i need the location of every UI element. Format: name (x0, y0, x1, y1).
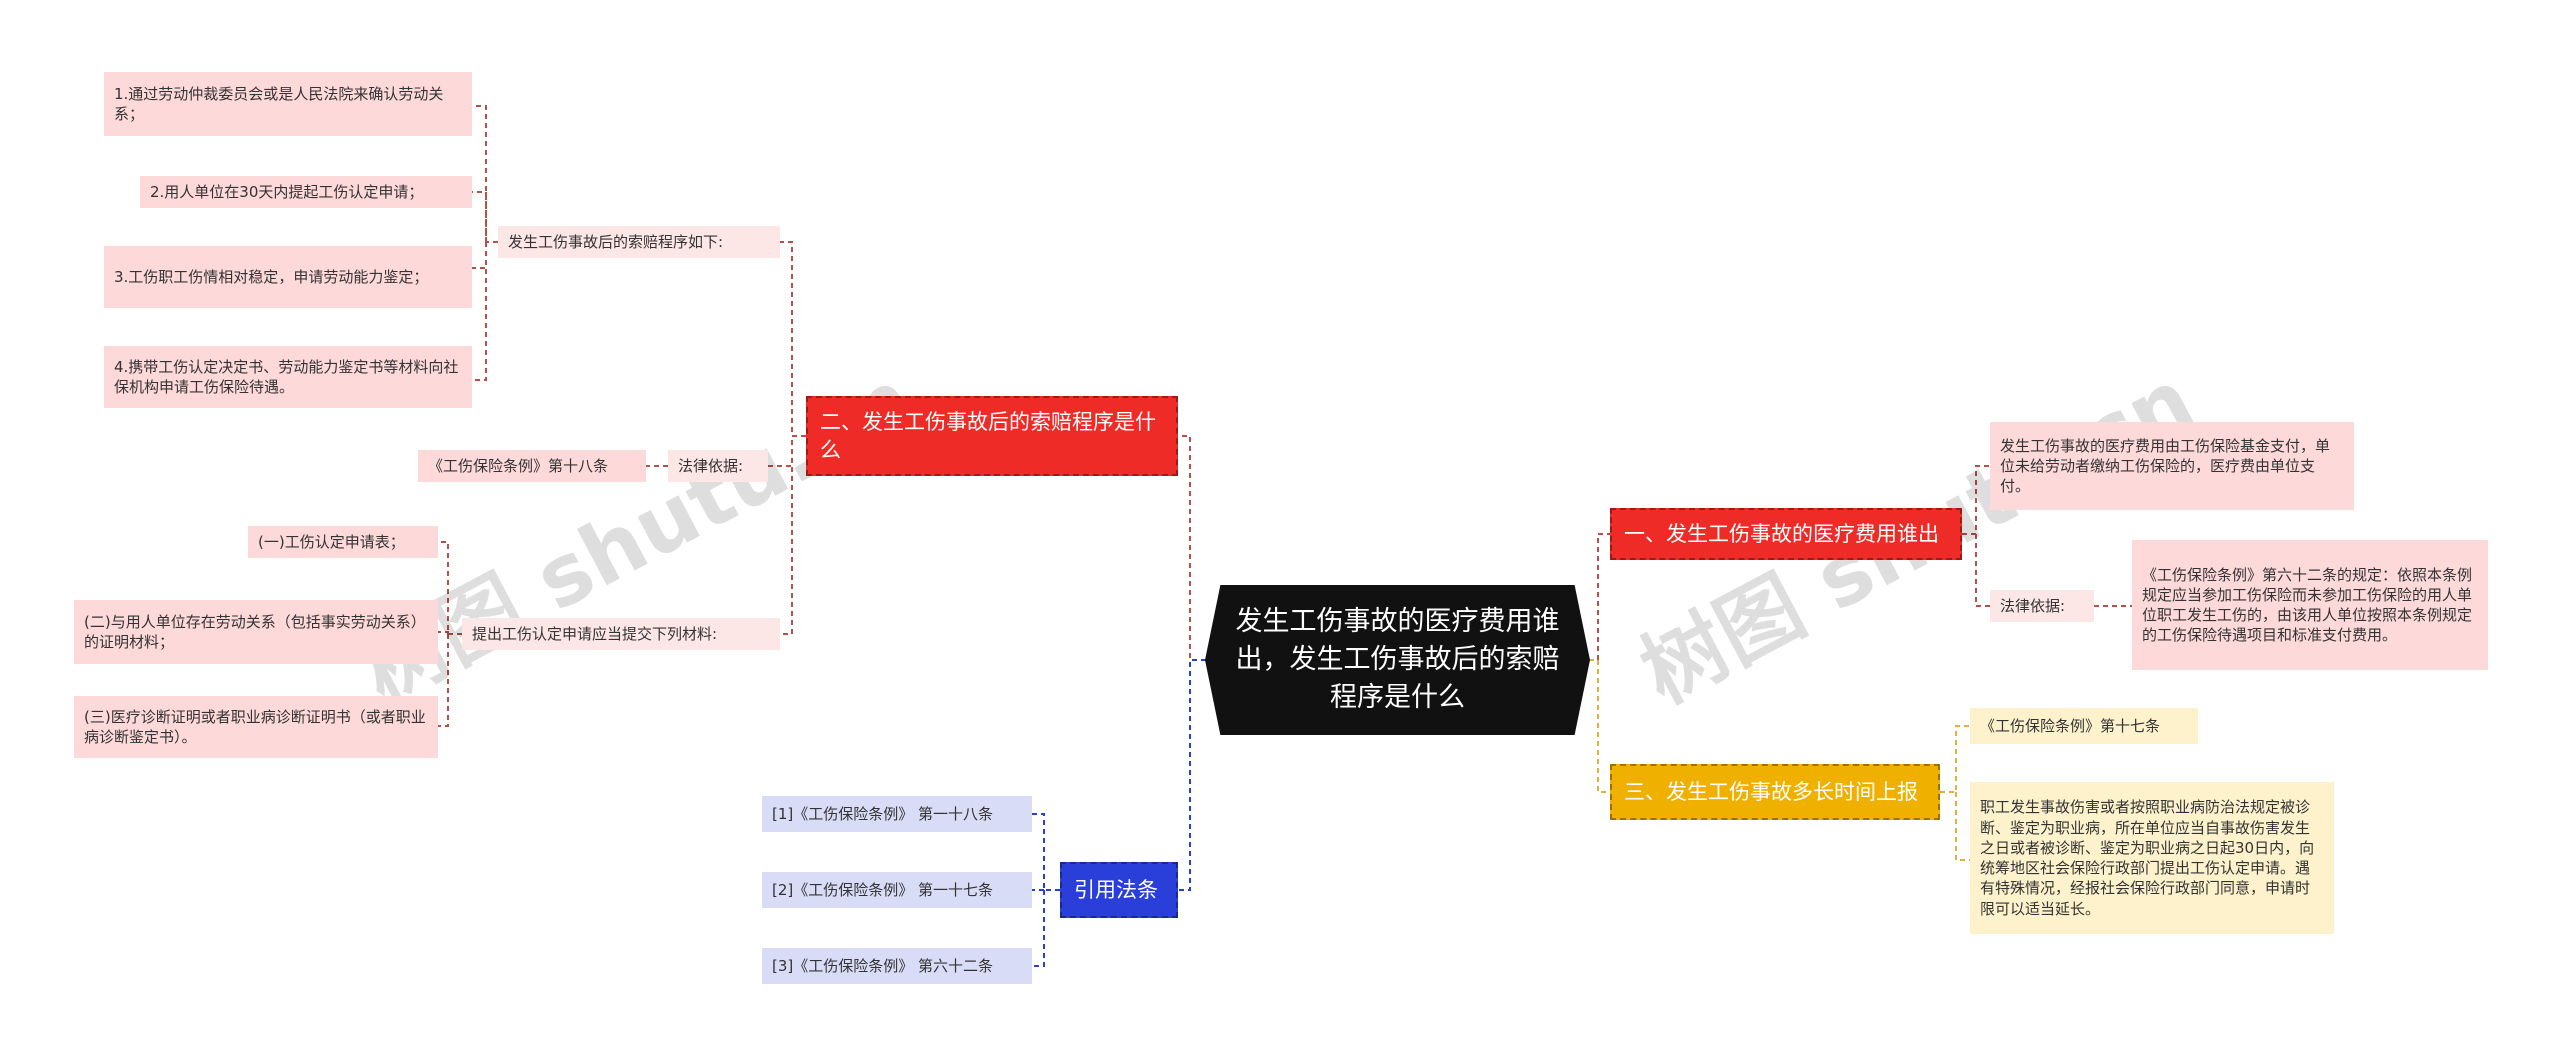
link-claim-materials (780, 435, 806, 635)
time-law-reference[interactable]: 《工伤保险条例》第十七条 (1970, 708, 2198, 744)
reference-item-2[interactable]: [2]《工伤保险条例》 第一十七条 (762, 872, 1032, 908)
claim-material-1[interactable]: (一)工伤认定申请表； (248, 526, 438, 558)
link-cost-children (1962, 465, 1990, 607)
reference-item-1[interactable]: [1]《工伤保险条例》 第一十八条 (762, 796, 1032, 832)
link-refs (1032, 813, 1060, 967)
claim-materials-label[interactable]: 提出工伤认定申请应当提交下列材料: (462, 618, 780, 650)
link-center-claim (1178, 435, 1215, 661)
cost-legal-label[interactable]: 法律依据: (1990, 590, 2094, 622)
time-detail[interactable]: 职工发生事故伤害或者按照职业病防治法规定被诊断、鉴定为职业病，所在单位应当自事故… (1970, 782, 2334, 934)
branch-references[interactable]: 引用法条 (1060, 862, 1178, 918)
claim-step-2[interactable]: 2.用人单位在30天内提起工伤认定申请； (140, 176, 472, 208)
cost-answer[interactable]: 发生工伤事故的医疗费用由工伤保险基金支付，单位未给劳动者缴纳工伤保险的，医疗费由… (1990, 422, 2354, 510)
reference-item-3[interactable]: [3]《工伤保险条例》 第六十二条 (762, 948, 1032, 984)
claim-procedure-label[interactable]: 发生工伤事故后的索赔程序如下: (498, 226, 780, 258)
branch-medical-cost[interactable]: 一、发生工伤事故的医疗费用谁出 (1610, 508, 1962, 560)
claim-step-1[interactable]: 1.通过劳动仲裁委员会或是人民法院来确认劳动关系； (104, 72, 472, 136)
central-topic[interactable]: 发生工伤事故的医疗费用谁出，发生工伤事故后的索赔程序是什么 (1205, 585, 1590, 735)
cost-legal-text[interactable]: 《工伤保险条例》第六十二条的规定：依照本条例规定应当参加工伤保险而未参加工伤保险… (2132, 540, 2488, 670)
claim-step-4[interactable]: 4.携带工伤认定决定书、劳动能力鉴定书等材料向社保机构申请工伤保险待遇。 (104, 346, 472, 408)
link-center-refs (1178, 659, 1215, 891)
link-claim-procedure (780, 241, 806, 437)
branch-report-time[interactable]: 三、发生工伤事故多长时间上报 (1610, 764, 1940, 820)
claim-legal-label[interactable]: 法律依据: (668, 450, 768, 482)
branch-claim-procedure[interactable]: 二、发生工伤事故后的索赔程序是什么 (806, 396, 1178, 476)
link-steps (472, 105, 498, 381)
link-materials (438, 541, 462, 727)
claim-legal-text[interactable]: 《工伤保险条例》第十八条 (418, 450, 646, 482)
link-time-children (1940, 725, 1970, 861)
claim-step-3[interactable]: 3.工伤职工伤情相对稳定，申请劳动能力鉴定； (104, 246, 472, 308)
link-claim-legal (768, 435, 806, 467)
claim-material-3[interactable]: (三)医疗诊断证明或者职业病诊断证明书（或者职业病诊断鉴定书）。 (74, 696, 438, 758)
claim-material-2[interactable]: (二)与用人单位存在劳动关系（包括事实劳动关系）的证明材料； (74, 600, 438, 664)
